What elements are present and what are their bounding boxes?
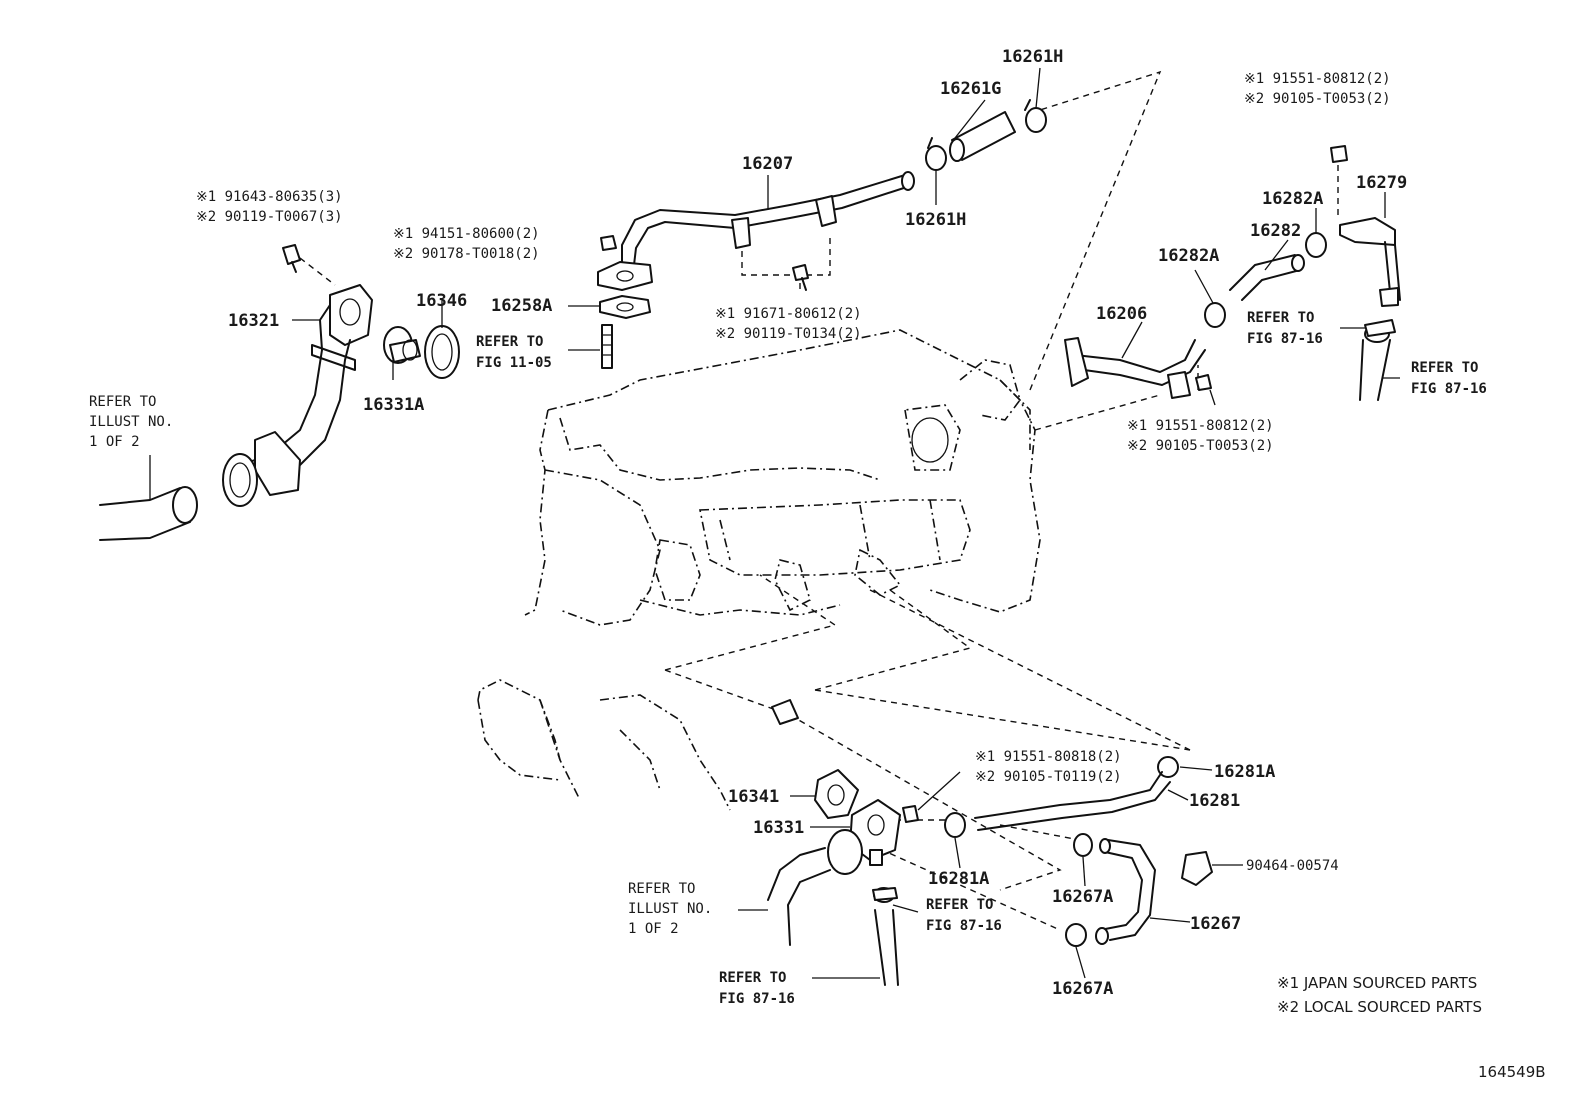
ref-illust-low-line1: REFER TO	[628, 881, 695, 897]
code-bolt-16207-local: ※2 90119-T0134(2)	[715, 326, 862, 342]
pipe-16207-shape	[597, 171, 915, 291]
assembly-dashed-lines	[299, 70, 1339, 931]
ref-illust-left-line3: 1 OF 2	[89, 434, 140, 450]
code-bolt-16331-local: ※2 90105-T0119(2)	[975, 769, 1122, 785]
bolt-16206-shape	[1195, 374, 1212, 391]
part-label-16341: 16341	[728, 787, 779, 807]
part-label-16267A-b: 16267A	[1052, 979, 1113, 999]
ref-fig-87-16-b-line1: REFER TO	[1411, 360, 1478, 376]
part-label-16261G: 16261G	[940, 79, 1001, 99]
ref-fig-87-16-d-line1: REFER TO	[719, 970, 786, 986]
heater-hose-right-shape	[1359, 319, 1396, 401]
part-label-16261H-top: 16261H	[1002, 47, 1063, 67]
code-bolt-16206-local: ※2 90105-T0053(2)	[1127, 438, 1274, 454]
thermostat-16331A-shape	[383, 326, 421, 364]
part-label-16282A-b: 16282A	[1262, 189, 1323, 209]
part-label-16281A-b: 16281A	[928, 869, 989, 889]
code-nut-16207-japan: ※1 94151-80600(2)	[393, 226, 540, 242]
ref-fig-87-16-a-line2: FIG 87-16	[1247, 331, 1323, 347]
code-bolt-16321-local: ※2 90119-T0067(3)	[196, 209, 343, 225]
lower-hose-bottom-shape	[872, 887, 899, 986]
code-bolt-16279-japan: ※1 91551-80812(2)	[1244, 71, 1391, 87]
part-label-16261H-low: 16261H	[905, 210, 966, 230]
part-label-16331: 16331	[753, 818, 804, 838]
engine-lower-outline	[477, 679, 731, 811]
code-bolt-16279-local: ※2 90105-T0053(2)	[1244, 91, 1391, 107]
nut-16207-shape	[600, 235, 617, 251]
bracket-16279-shape	[1339, 217, 1401, 307]
bolt-16279-shape	[1330, 145, 1348, 163]
left-hose-shape	[99, 486, 198, 541]
bolt-16331-shape	[902, 805, 919, 823]
hose-16261G-shape	[949, 111, 1016, 162]
part-label-16258A: 16258A	[491, 296, 552, 316]
ref-fig-87-16-b-line2: FIG 87-16	[1411, 381, 1487, 397]
part-label-16267A-a: 16267A	[1052, 887, 1113, 907]
part-label-16346: 16346	[416, 291, 467, 311]
part-label-16281A-a: 16281A	[1214, 762, 1275, 782]
leader-lines	[149, 67, 1400, 979]
part-label-16321: 16321	[228, 311, 279, 331]
part-label-16282A-a: 16282A	[1158, 246, 1219, 266]
hose-16267-shape	[1095, 838, 1156, 945]
ref-illust-left-line2: ILLUST NO.	[89, 414, 173, 430]
clip-90464-shape	[1181, 851, 1213, 886]
part-label-16267: 16267	[1190, 914, 1241, 934]
part-label-16331A: 16331A	[363, 395, 424, 415]
code-bolt-16207-japan: ※1 91671-80612(2)	[715, 306, 862, 322]
bolt-16207-shape	[792, 264, 809, 291]
clamp-16282A-shape	[1204, 232, 1327, 328]
ref-illust-low-line2: ILLUST NO.	[628, 901, 712, 917]
part-label-16206: 16206	[1096, 304, 1147, 324]
clamp-16261H-shape	[925, 99, 1047, 171]
ref-fig-87-16-a-line1: REFER TO	[1247, 310, 1314, 326]
gasket-16258A-shape	[599, 295, 651, 319]
hose-16281-shape	[974, 771, 1171, 831]
ref-fig-87-16-d-line2: FIG 87-16	[719, 991, 795, 1007]
note-local-sourced: ※2 LOCAL SOURCED PARTS	[1277, 998, 1482, 1016]
pipe-stub-shape	[771, 699, 799, 725]
code-bolt-16206-japan: ※1 91551-80812(2)	[1127, 418, 1274, 434]
ref-fig-11-05-line1: REFER TO	[476, 334, 543, 350]
gasket-16341-shape	[814, 769, 859, 819]
ref-illust-left-line1: REFER TO	[89, 394, 156, 410]
code-nut-16207-local: ※2 90178-T0018(2)	[393, 246, 540, 262]
ref-fig-87-16-c-line2: FIG 87-16	[926, 918, 1002, 934]
gasket-16346-shape	[424, 325, 460, 379]
pipe-16206-shape	[1064, 337, 1206, 399]
part-label-16282: 16282	[1250, 221, 1301, 241]
part-label-16281: 16281	[1189, 791, 1240, 811]
lower-hose-left-shape	[767, 847, 831, 946]
stud-shape	[601, 324, 613, 369]
engine-block-outline	[524, 329, 1041, 626]
ref-fig-11-05-line2: FIG 11-05	[476, 355, 552, 371]
water-inlet-16331-shape	[827, 799, 901, 875]
ref-fig-87-16-c-line1: REFER TO	[926, 897, 993, 913]
hose-16282-shape	[1229, 254, 1305, 301]
ref-illust-low-line3: 1 OF 2	[628, 921, 679, 937]
diagram-id: 164549B	[1478, 1063, 1546, 1081]
part-label-16207: 16207	[742, 154, 793, 174]
part-label-90464-00574: 90464-00574	[1246, 858, 1339, 874]
code-bolt-16321-japan: ※1 91643-80635(3)	[196, 189, 343, 205]
part-label-16279: 16279	[1356, 173, 1407, 193]
code-bolt-16331-japan: ※1 91551-80818(2)	[975, 749, 1122, 765]
note-japan-sourced: ※1 JAPAN SOURCED PARTS	[1277, 974, 1477, 992]
bolt-16321-shape	[282, 244, 301, 273]
clamp-16267A-shape	[1065, 833, 1093, 947]
